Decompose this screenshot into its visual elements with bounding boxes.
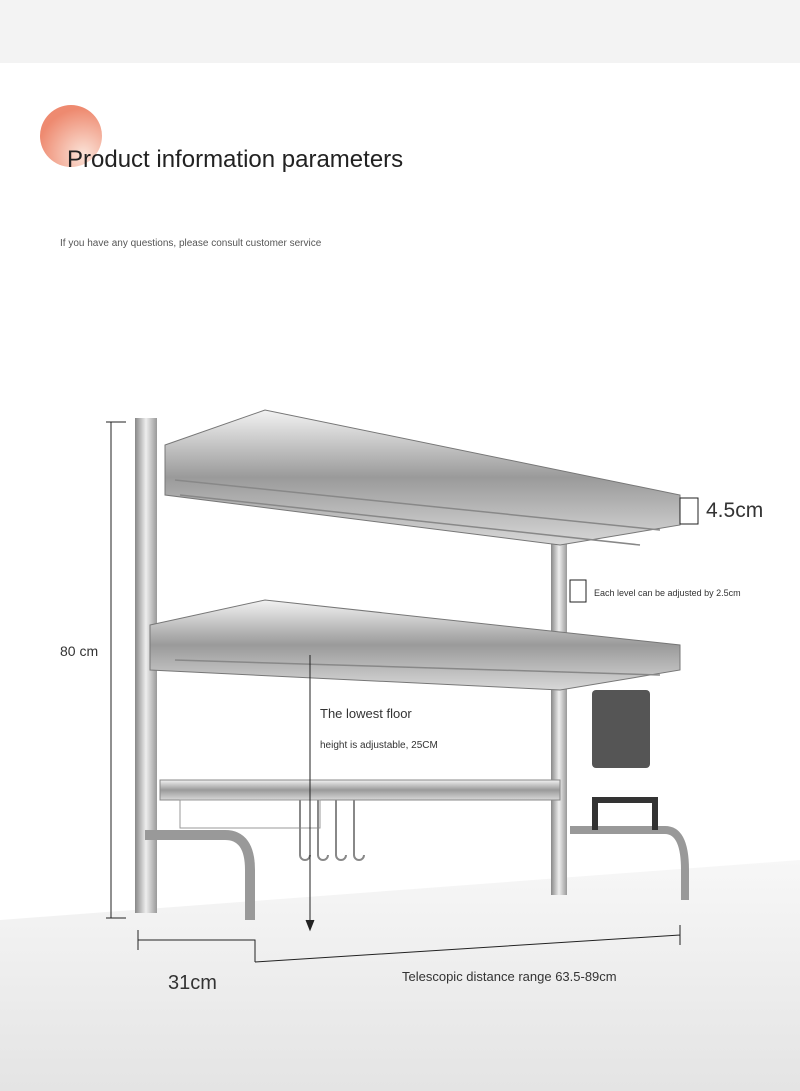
shelf-lip-label: 4.5cm [706,499,764,522]
page-title: Product information parameters [67,146,404,173]
utensil-basket [179,799,321,829]
left-foot [145,830,255,920]
subtitle: If you have any questions, please consul… [60,238,322,249]
knife-holder [592,690,650,768]
middle-shelf [149,599,681,691]
right-post [551,540,567,895]
dimension-lines [106,421,699,963]
top-basket-wires [174,479,661,546]
level-adjust-label: Each level can be adjusted by 2.5cm [594,588,741,598]
top-band [0,0,800,63]
right-foot [570,826,689,900]
lowest-floor-title: The lowest floor [320,706,412,721]
width-range-label: Telescopic distance range 63.5-89cm [402,969,617,984]
cutting-board-holder [592,797,658,830]
top-shelf [164,409,681,546]
height-label: 80 cm [60,643,99,659]
decorative-circle [40,105,102,167]
lower-bar [159,779,561,801]
depth-label: 31cm [168,972,217,994]
lowest-floor-note: height is adjustable, 25CM [320,740,438,751]
left-post [135,418,157,913]
